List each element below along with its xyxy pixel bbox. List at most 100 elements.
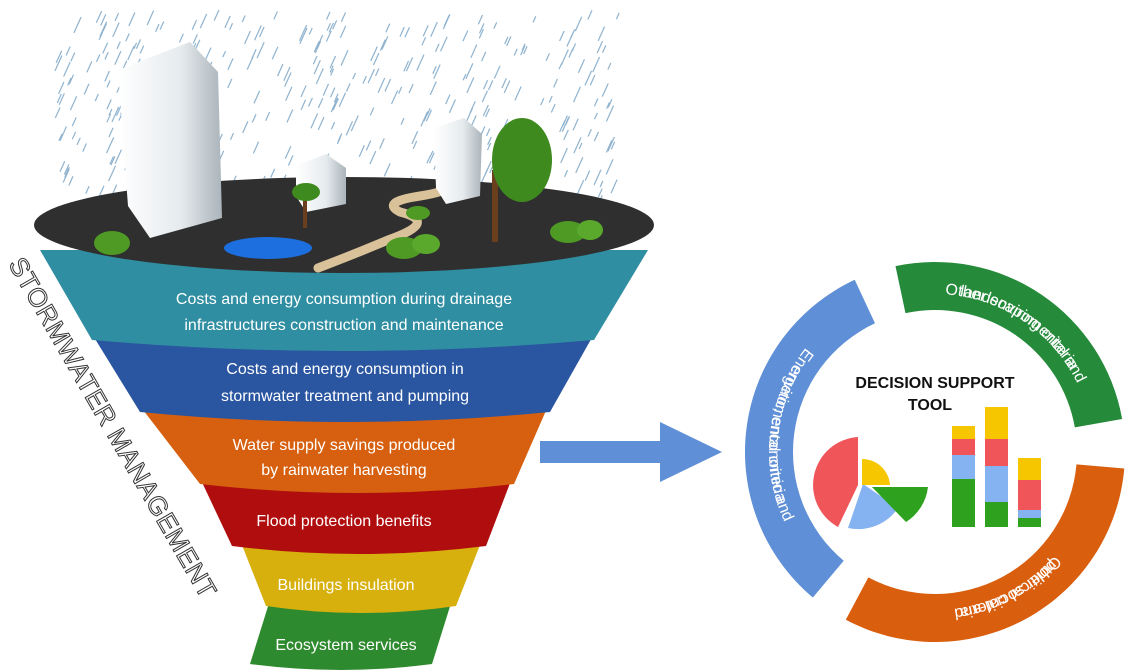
rain-streak [114,50,122,66]
rain-streak [601,45,607,54]
rain-streak [577,59,586,74]
layer-5-label-line1: Buildings insulation [278,577,415,594]
rain-streak [251,114,257,123]
rain-streak [607,62,612,70]
pie-slice [813,437,858,527]
layer-6-label-line1: Ecosystem services [275,637,416,654]
rain-streak [559,30,565,42]
rain-streak [601,83,609,97]
rain-streak [607,136,615,152]
rain-streak [568,48,574,58]
rain-streak [599,180,604,188]
rain-streak [345,121,354,136]
layer-3-label-line1: Water supply savings produced [233,437,456,454]
rain-streak [283,66,291,81]
city-landscape [94,42,603,273]
rain-streak [377,77,386,93]
rain-streak [300,85,307,98]
rain-streak [338,92,347,107]
layer-3-label-line2: by rainwater harvesting [261,462,426,479]
rain-streak [587,128,592,137]
rain-streak [313,60,321,75]
tree-canopy [292,183,320,201]
rain-streak [285,86,293,101]
rain-streak [227,78,233,89]
rain-streak [420,111,429,127]
rain-streak [400,117,405,125]
rain-streak [222,50,227,58]
funnel-layer-3 [140,406,548,493]
rain-streak [576,179,585,196]
rain-streak [367,68,375,84]
rain-streak [104,51,109,60]
rain-streak [578,142,583,150]
rain-streak [615,12,620,20]
rain-streak [605,140,613,153]
rain-streak [100,13,107,26]
rain-streak [106,137,115,154]
rain-streak [298,24,308,42]
rain-streak [317,116,325,131]
decision-support-ring: Energetic, enconomic and enviromental cr… [744,261,1125,642]
rain-streak [573,137,582,154]
tool-title-line2: TOOL [908,397,952,414]
rain-streak [487,136,492,146]
rain-streak [128,12,136,27]
tool-title-line1: DECISION SUPPORT [855,375,1014,392]
rain-streak [432,65,437,75]
rain-streak [332,98,339,111]
rain-streak [258,26,265,38]
rain-streak [178,33,184,43]
rain-streak [55,50,63,64]
rain-streak [408,83,414,94]
rain-streak [95,54,101,63]
rain-streak [68,74,75,85]
rain-streak [340,12,347,22]
rain-streak [379,39,386,51]
rain-streak [300,99,307,111]
bar-segment [1018,518,1041,527]
rain-streak [573,86,582,103]
rain-streak [199,13,208,29]
funnel-labels: Costs and energy consumption during drai… [176,291,512,654]
rain-streak [560,147,568,164]
rain-streak [329,65,334,73]
rain-streak [610,141,616,150]
rain-streak [330,68,335,76]
layer-2-label-line2: stormwater treatment and pumping [221,388,469,405]
rain-streak [127,45,135,61]
rain-streak [462,73,467,81]
rain-streak [73,16,82,34]
rain-streak [485,108,490,118]
rain-streak [465,63,474,80]
rain-streak [71,117,77,127]
bar-segment [952,439,975,455]
rain-streak [70,52,76,62]
rain-streak [333,93,339,103]
rain-streak [286,109,294,123]
rain-streak [383,163,391,177]
bar-segment [952,426,975,439]
rain-streak [606,102,610,109]
rain-streak [545,53,550,62]
rain-streak [425,109,432,122]
rain-streak [329,55,337,69]
rain-streak [540,97,545,106]
rain-streak [135,39,142,49]
rain-streak [54,55,63,72]
rain-streak [106,99,112,110]
rain-streak [241,15,246,23]
rain-streak [229,22,234,31]
rain-streak [314,40,322,54]
rain-streak [71,131,77,140]
rain-streak [426,155,431,164]
rain-streak [104,70,110,82]
rain-streak [299,27,308,45]
bar-segment [985,439,1008,466]
rain-streak [308,27,313,35]
rain-streak [430,21,438,38]
rain-streak [605,105,615,122]
bar-segment [1018,480,1041,510]
decision-tool-title: DECISION SUPPORT TOOL [855,375,1014,414]
rain-streak [83,83,90,95]
